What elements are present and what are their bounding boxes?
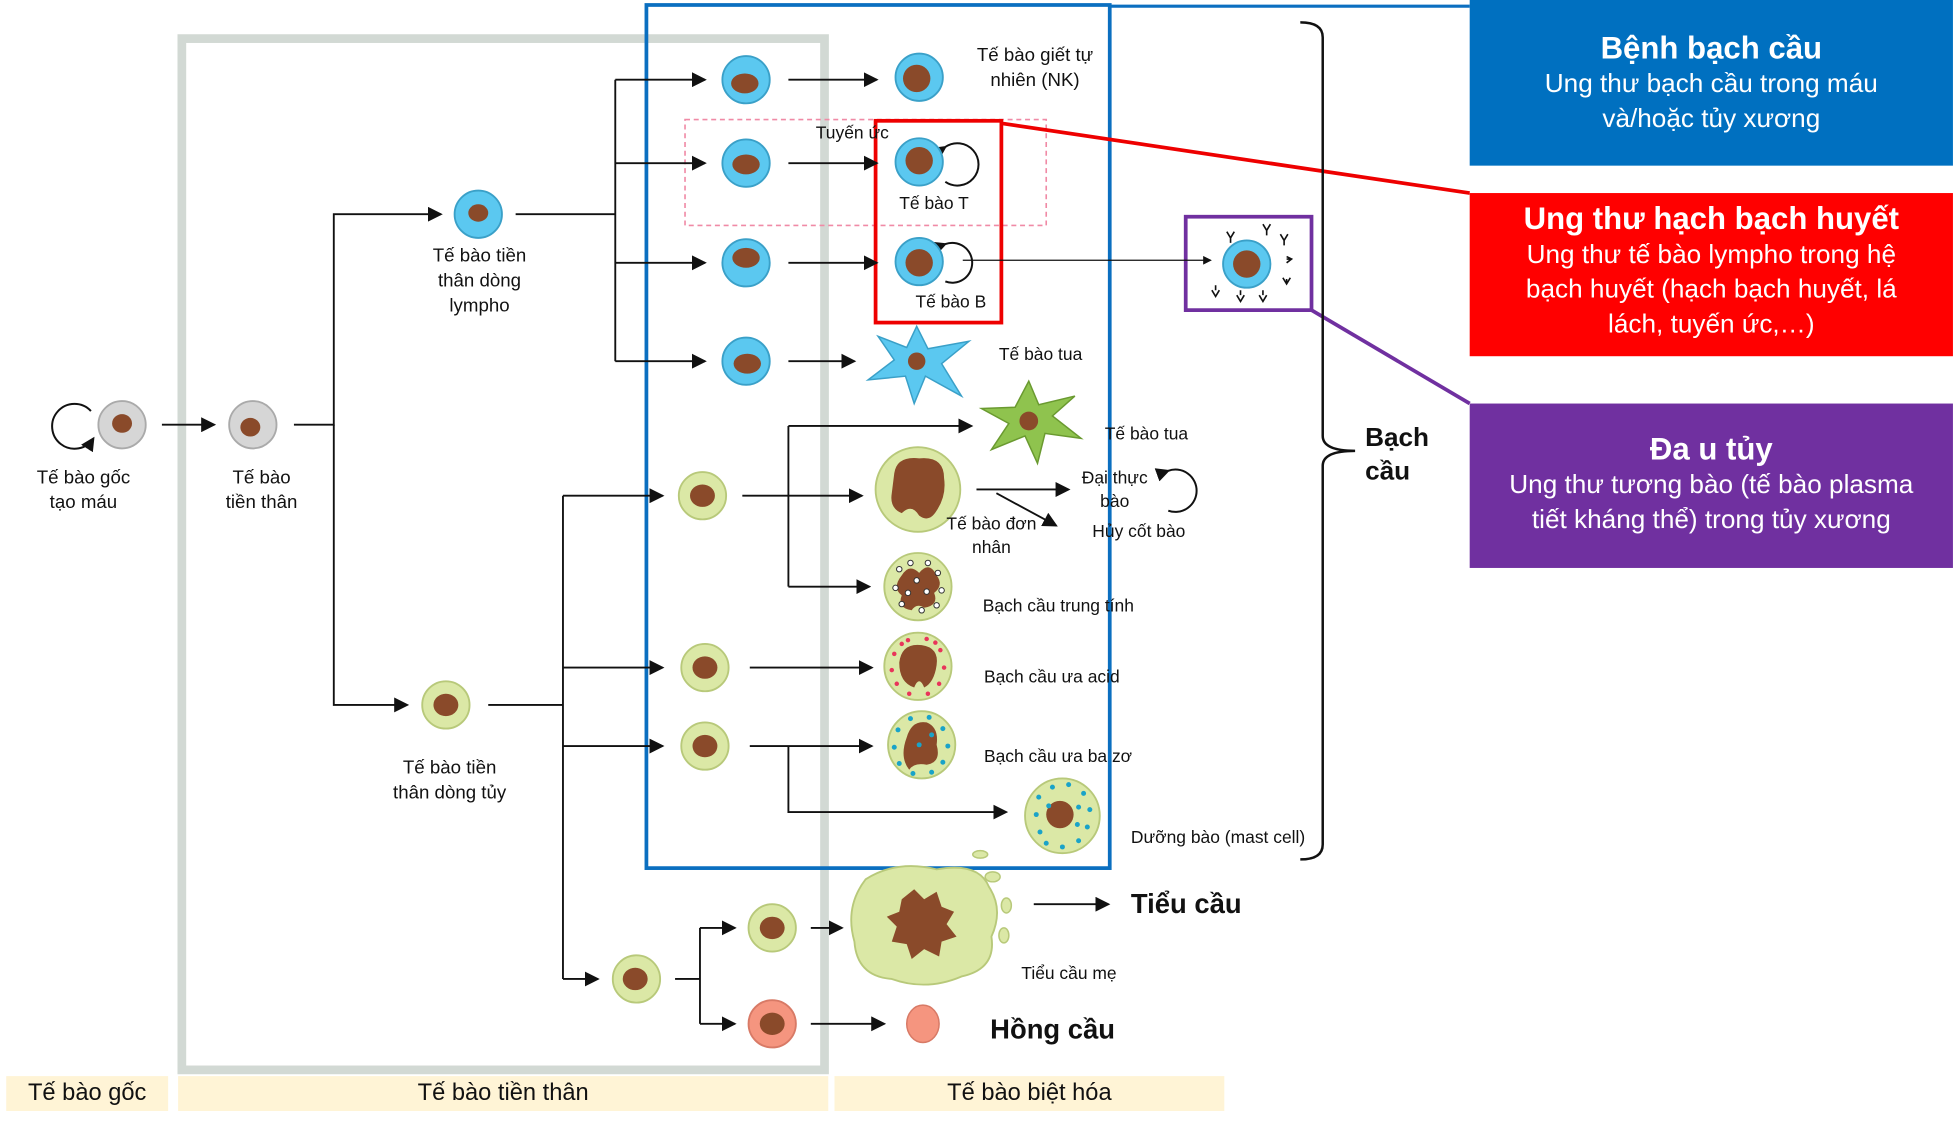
mast-cell bbox=[1024, 777, 1101, 855]
stem-cell bbox=[97, 400, 147, 450]
osteoclast-label: Hủy cốt bào bbox=[1092, 520, 1186, 541]
progenitor-cell-label: Tế bào tiền thân bbox=[225, 467, 298, 514]
leukemia-title: Bệnh bạch cầu bbox=[1600, 31, 1823, 67]
mast-cell-label: Dưỡng bào (mast cell) bbox=[1130, 827, 1306, 847]
leukemia-frame bbox=[644, 3, 1112, 870]
erythroblast-cell bbox=[747, 999, 797, 1049]
lymphoma-desc: Ung thư tế bào lympho trong hệ bạch huyế… bbox=[1525, 240, 1897, 339]
dendritic-cell-green bbox=[978, 379, 1084, 466]
neutrophil-cell bbox=[883, 552, 953, 622]
stage-differentiated: Tế bào biệt hóa bbox=[834, 1076, 1225, 1111]
basophil-cell bbox=[887, 710, 957, 780]
rbc-label: Hồng cầu bbox=[990, 1013, 1116, 1045]
megakaryocyte-cell bbox=[850, 865, 998, 986]
myeloma-title: Đa u tủy bbox=[1649, 432, 1773, 468]
nk-cell-label: Tế bào giết tự nhiên (NK) bbox=[976, 44, 1094, 91]
red-blood-cell bbox=[905, 1004, 940, 1044]
myeloid-progenitor-label: Tế bào tiền thân dòng tủy bbox=[393, 757, 507, 804]
stem-cell-label: Tế bào gốc tạo máu bbox=[36, 467, 131, 514]
megakaryocyte-label: Tiểu cầu mẹ bbox=[1021, 962, 1117, 983]
progenitor-cell bbox=[228, 400, 278, 450]
progenitor-frame bbox=[177, 34, 829, 1075]
platelet-label: Tiểu cầu bbox=[1130, 888, 1242, 920]
leukemia-desc: Ung thư bạch cầu trong máu và/hoặc tủy x… bbox=[1544, 69, 1878, 134]
lymphoma-frame bbox=[873, 118, 1004, 325]
leukocyte-bracket bbox=[1300, 21, 1356, 861]
dendritic-cell-blue bbox=[865, 324, 972, 406]
platelet-fragment bbox=[971, 849, 989, 859]
myeloma-desc: Ung thư tương bào (tế bào plasma tiết kh… bbox=[1509, 470, 1914, 535]
dendritic-cell-label-2: Tế bào tua bbox=[1104, 423, 1189, 444]
eosinophil-label: Bạch cầu ưa acid bbox=[983, 666, 1120, 687]
basophil-label: Bạch cầu ưa ba zơ bbox=[983, 746, 1133, 766]
stage-stem: Tế bào gốc bbox=[6, 1076, 169, 1111]
leukemia-callout: Bệnh bạch cầu Ung thư bạch cầu trong máu… bbox=[1469, 0, 1953, 166]
dendritic-cell-label-1: Tế bào tua bbox=[998, 343, 1083, 364]
thymus-label: Tuyến ức bbox=[815, 122, 889, 142]
lymphoid-progenitor-label: Tế bào tiền thân dòng lympho bbox=[432, 245, 527, 317]
macrophage-label: Đại thực bào bbox=[1081, 467, 1148, 511]
lymphoma-title: Ung thư hạch bạch huyết bbox=[1523, 201, 1900, 237]
monocyte-cell bbox=[874, 446, 962, 533]
t-cell-label: Tế bào T bbox=[899, 193, 969, 213]
eosinophil-cell bbox=[883, 631, 953, 701]
myeloma-callout: Đa u tủy Ung thư tương bào (tế bào plasm… bbox=[1469, 403, 1953, 568]
lymphoma-callout: Ung thư hạch bạch huyết Ung thư tế bào l… bbox=[1469, 193, 1953, 357]
neutrophil-label: Bạch cầu trung tính bbox=[982, 595, 1134, 616]
leukocyte-label: Bạch cầu bbox=[1365, 423, 1430, 486]
monocyte-label: Tế bào đơn nhân bbox=[946, 513, 1037, 557]
antibody-icons bbox=[1211, 223, 1294, 303]
myeloma-frame bbox=[1183, 214, 1314, 312]
thymus-box bbox=[684, 118, 1048, 227]
stage-progenitor: Tế bào tiền thân bbox=[178, 1076, 829, 1111]
b-cell-label: Tế bào B bbox=[915, 291, 987, 312]
